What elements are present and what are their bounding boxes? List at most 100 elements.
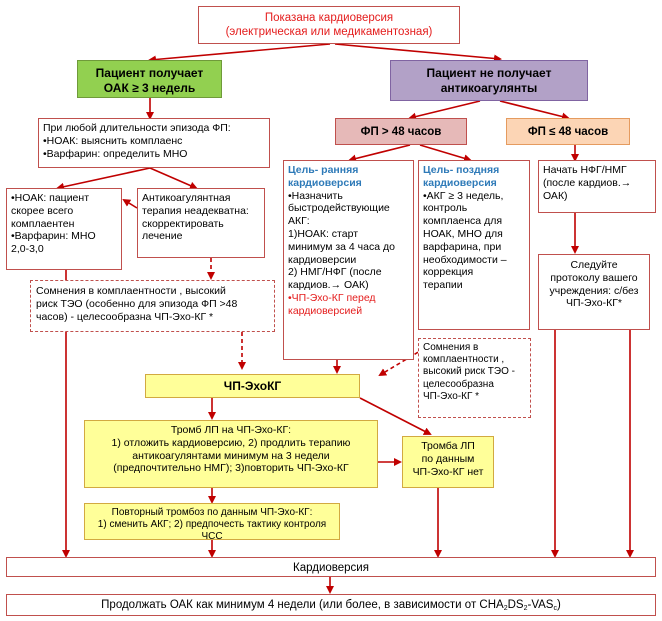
continue-sub1: 2	[503, 605, 508, 612]
inadequate-therapy-box: Антикоагулянтная терапия неадекватна: ск…	[137, 188, 265, 258]
af-under-48h-box: ФП ≤ 48 часов	[506, 118, 630, 145]
early-line9: •ЧП-Эхо-КГ перед	[288, 291, 376, 304]
late-line4: НОАК, МНО для	[423, 227, 503, 240]
early-line5: минимум за 4 часа до	[288, 240, 395, 253]
doubts-right-line1: Сомнения в	[423, 342, 479, 353]
late-line2: контроль	[423, 202, 468, 215]
heparin-line3: ОАК)	[543, 189, 568, 202]
top-line1: Показана кардиоверсия	[264, 12, 394, 24]
late-line1: •АКГ ≥ 3 недель,	[423, 189, 504, 202]
doubts-right-line4: целесообразна	[423, 378, 494, 390]
no-anticoagulant-box: Пациент не получает антикоагулянты	[390, 60, 588, 101]
no-thrombus-box: Тромба ЛП по данным ЧП-Эхо-КГ нет	[402, 436, 494, 488]
protocol-line3: учреждения: с/без	[549, 284, 639, 297]
doubts-left-line3: часов) - целесообразна ЧП-Эхо-КГ *	[36, 310, 214, 323]
repeat-thrombus-box: Повторный тромбоз по данным ЧП-Эхо-КГ: 1…	[84, 503, 340, 543]
arrow-any-to-compliant	[56, 167, 151, 191]
nothrombus-line3: ЧП-Эхо-КГ нет	[412, 465, 484, 478]
late-line8: терапии	[423, 279, 463, 292]
early-line8: кардиов.→ ОАК)	[288, 279, 369, 292]
protocol-line2: протоколу вашего	[550, 271, 638, 284]
late-line6: необходимости –	[423, 253, 507, 266]
continue-end: )	[556, 599, 561, 611]
arrow-tee-to-nothrombus	[359, 397, 432, 435]
inadequate-line3: скорректировать	[142, 217, 224, 230]
inadequate-line1: Антикоагулянтная	[142, 192, 231, 204]
doubts-right-line3: высокий риск ТЭО -	[423, 366, 515, 378]
cardioversion-box: Кардиоверсия	[6, 557, 656, 577]
early-line7: 2) НМГ/НФГ (после	[288, 266, 382, 279]
tee-label: ЧП-ЭхоКГ	[223, 379, 282, 393]
af-over-48-label: ФП > 48 часов	[360, 126, 442, 138]
compliant-line4: •Варфарин: МНО	[11, 230, 96, 243]
any-line1: При любой длительности эпизода ФП:	[43, 122, 231, 134]
compliant-line3: комплаентен	[11, 217, 75, 230]
repeat-line2: 1) сменить АКГ; 2) предпочесть тактику к…	[97, 519, 327, 543]
thrombus-line4: (предпочтительно НМГ); 3)повторить ЧП-Эх…	[113, 462, 349, 475]
early-title1: Цель- ранняя	[288, 164, 359, 176]
top-line2: (электрическая или медикаментозная)	[225, 26, 433, 39]
nothrombus-line2: по данным	[421, 452, 475, 465]
repeat-line1: Повторный тромбоз по данным ЧП-Эхо-КГ:	[111, 507, 313, 518]
early-line2: быстродействующие	[288, 202, 390, 215]
doubts-right-line2: комплаентности ,	[423, 354, 505, 366]
arrow-over48-to-early	[348, 144, 411, 163]
early-line3: АКГ:	[288, 215, 310, 228]
continue-sub3: c	[553, 605, 557, 612]
inadequate-line2: терапия неадекватна:	[142, 204, 249, 217]
continue-oac-box: Продолжать ОАК как минимум 4 недели (или…	[6, 594, 656, 616]
nothrombus-line1: Тромба ЛП	[421, 440, 475, 452]
compliant-line2: скорее всего	[11, 204, 74, 217]
inadequate-line4: лечение	[142, 230, 183, 243]
noac-compliant-box: •НОАК: пациент скорее всего комплаентен …	[6, 188, 122, 270]
noac-line1: Пациент не получает	[426, 66, 552, 80]
any-line2: •НОАК: выяснить комплаенс	[43, 134, 183, 147]
noac-line2: антикоагулянты	[440, 80, 538, 95]
thrombus-line3: антикоагулянтами минимум на 3 недели	[132, 449, 330, 462]
early-cardioversion-box: Цель- ранняя кардиоверсия •Назначить быс…	[283, 160, 414, 360]
thrombus-line1: Тромб ЛП на ЧП-Эхо-КГ:	[170, 424, 292, 436]
arrow-top-to-oac	[148, 43, 331, 64]
late-title2: кардиоверсия	[423, 176, 497, 189]
start-heparin-box: Начать НФГ/НМГ (после кардиов.→ ОАК)	[538, 160, 656, 213]
early-title2: кардиоверсия	[288, 176, 362, 189]
late-title1: Цель- поздняя	[423, 164, 500, 176]
continue-mid: DS	[507, 599, 524, 611]
heparin-line2: (после кардиов.→	[543, 176, 632, 189]
any-line3: •Варфарин: определить МНО	[43, 147, 188, 160]
oac-line1: Пациент получает	[95, 66, 204, 80]
thrombus-found-box: Тромб ЛП на ЧП-Эхо-КГ: 1) отложить карди…	[84, 420, 378, 488]
early-line6: кардиоверсии	[288, 253, 357, 266]
compliant-line1: •НОАК: пациент	[11, 192, 90, 204]
doubts-left-line1: Сомнения в комплаентности , высокий	[36, 285, 226, 297]
tee-box: ЧП-ЭхоКГ	[145, 374, 360, 398]
arrow-top-to-noac	[334, 43, 502, 63]
cardioversion-label: Кардиоверсия	[293, 562, 369, 574]
institution-protocol-box: Следуйте протоколу вашего учреждения: с/…	[538, 254, 650, 330]
continue-text: Продолжать ОАК как минимум 4 недели (или…	[101, 599, 504, 611]
oac-line2: ОАК ≥ 3 недель	[103, 80, 196, 95]
early-line10: кардиоверсией	[288, 304, 363, 317]
arrow-any-to-inadequate	[149, 167, 198, 190]
cardioversion-indicated-box: Показана кардиоверсия (электрическая или…	[198, 6, 460, 44]
continue-sub2: 2	[523, 605, 528, 612]
early-line4: 1)НОАК: старт	[288, 227, 359, 240]
early-line1: •Назначить	[288, 189, 343, 202]
compliance-doubts-left-box: Сомнения в комплаентности , высокий риск…	[30, 280, 275, 332]
arrow-noac-to-under48	[499, 100, 570, 121]
doubts-left-line2: риск ТЭО (особенно для эпизода ФП >48	[36, 297, 238, 310]
compliant-line5: 2,0-3,0	[11, 243, 44, 256]
continue-tail: -VAS	[527, 599, 554, 611]
protocol-line4: ЧП-Эхо-КГ*	[566, 297, 622, 310]
thrombus-line2: 1) отложить кардиоверсию, 2) продлить те…	[111, 436, 351, 449]
any-duration-box: При любой длительности эпизода ФП: •НОАК…	[38, 118, 270, 168]
late-line5: варфарина, при	[423, 240, 502, 253]
af-over-48h-box: ФП > 48 часов	[335, 118, 467, 145]
af-under-48-label: ФП ≤ 48 часов	[527, 126, 609, 138]
compliance-doubts-right-box: Сомнения в комплаентности , высокий риск…	[418, 338, 531, 418]
arrow-over48-to-late	[419, 144, 472, 163]
late-line3: комплаенса для	[423, 215, 503, 228]
heparin-line1: Начать НФГ/НМГ	[543, 164, 627, 176]
arrow-inadequate-to-compliant	[122, 198, 138, 209]
